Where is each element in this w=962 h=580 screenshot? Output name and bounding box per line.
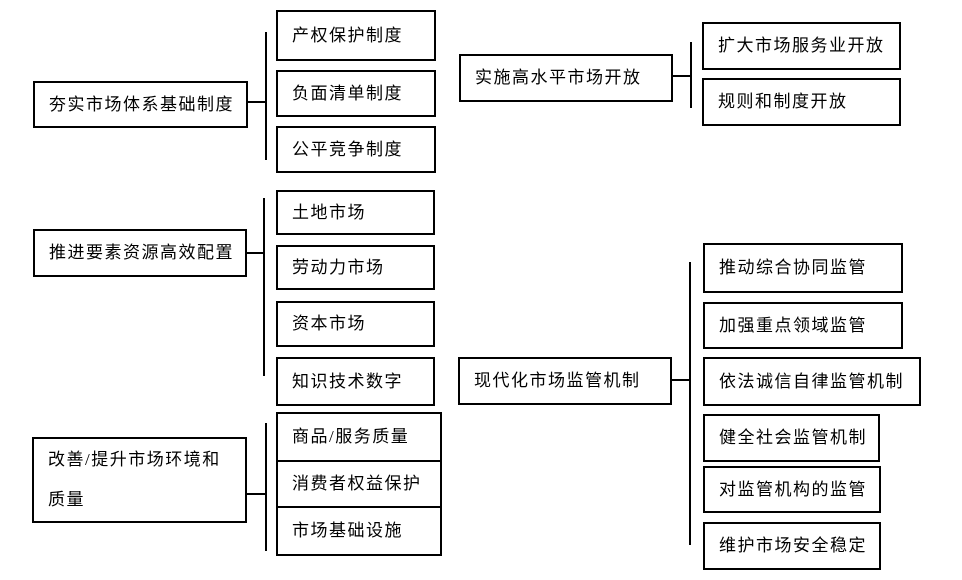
group2-child-2-box: 规则和制度开放 xyxy=(702,78,901,126)
group1-connector-stub xyxy=(247,101,267,103)
group1-child-3-box: 公平竞争制度 xyxy=(276,126,436,173)
group2-child-1-box: 扩大市场服务业开放 xyxy=(702,22,901,70)
group1-child-2-box: 负面清单制度 xyxy=(276,70,436,117)
group5-connector-stub xyxy=(671,379,691,381)
group3-child-2-box: 劳动力市场 xyxy=(276,245,435,290)
group4-connector-stub xyxy=(246,493,267,495)
group3-connector-stub xyxy=(246,252,265,254)
group3-child-4-box: 知识技术数字 xyxy=(276,357,435,406)
group3-child-1-box: 土地市场 xyxy=(276,190,435,235)
group4-parent-box: 改善/提升市场环境和质量 xyxy=(32,437,247,523)
group4-connector-vline xyxy=(265,423,267,551)
group2-connector-stub xyxy=(672,75,691,77)
group4-child-1-box: 商品/服务质量 xyxy=(276,412,442,462)
group5-connector-vline xyxy=(689,262,691,545)
group5-child-4-box: 健全社会监管机制 xyxy=(703,414,880,462)
group2-parent-box: 实施高水平市场开放 xyxy=(459,54,673,102)
group5-child-3-box: 依法诚信自律监管机制 xyxy=(703,357,921,406)
group2-connector-vline xyxy=(690,42,692,108)
group3-connector-vline xyxy=(263,198,265,376)
group3-child-3-box: 资本市场 xyxy=(276,301,435,347)
group5-child-6-box: 维护市场安全稳定 xyxy=(703,522,881,570)
group5-child-1-box: 推动综合协同监管 xyxy=(703,243,903,293)
group4-child-2-box: 消费者权益保护 xyxy=(276,460,442,508)
group1-child-1-box: 产权保护制度 xyxy=(276,10,436,61)
group5-child-2-box: 加强重点领域监管 xyxy=(703,302,903,349)
group1-parent-box: 夯实市场体系基础制度 xyxy=(33,81,248,128)
group3-parent-box: 推进要素资源高效配置 xyxy=(33,229,247,277)
group5-parent-box: 现代化市场监管机制 xyxy=(458,357,672,405)
group1-connector-vline xyxy=(265,32,267,160)
group5-child-5-box: 对监管机构的监管 xyxy=(703,466,881,513)
group4-child-3-box: 市场基础设施 xyxy=(276,506,442,556)
